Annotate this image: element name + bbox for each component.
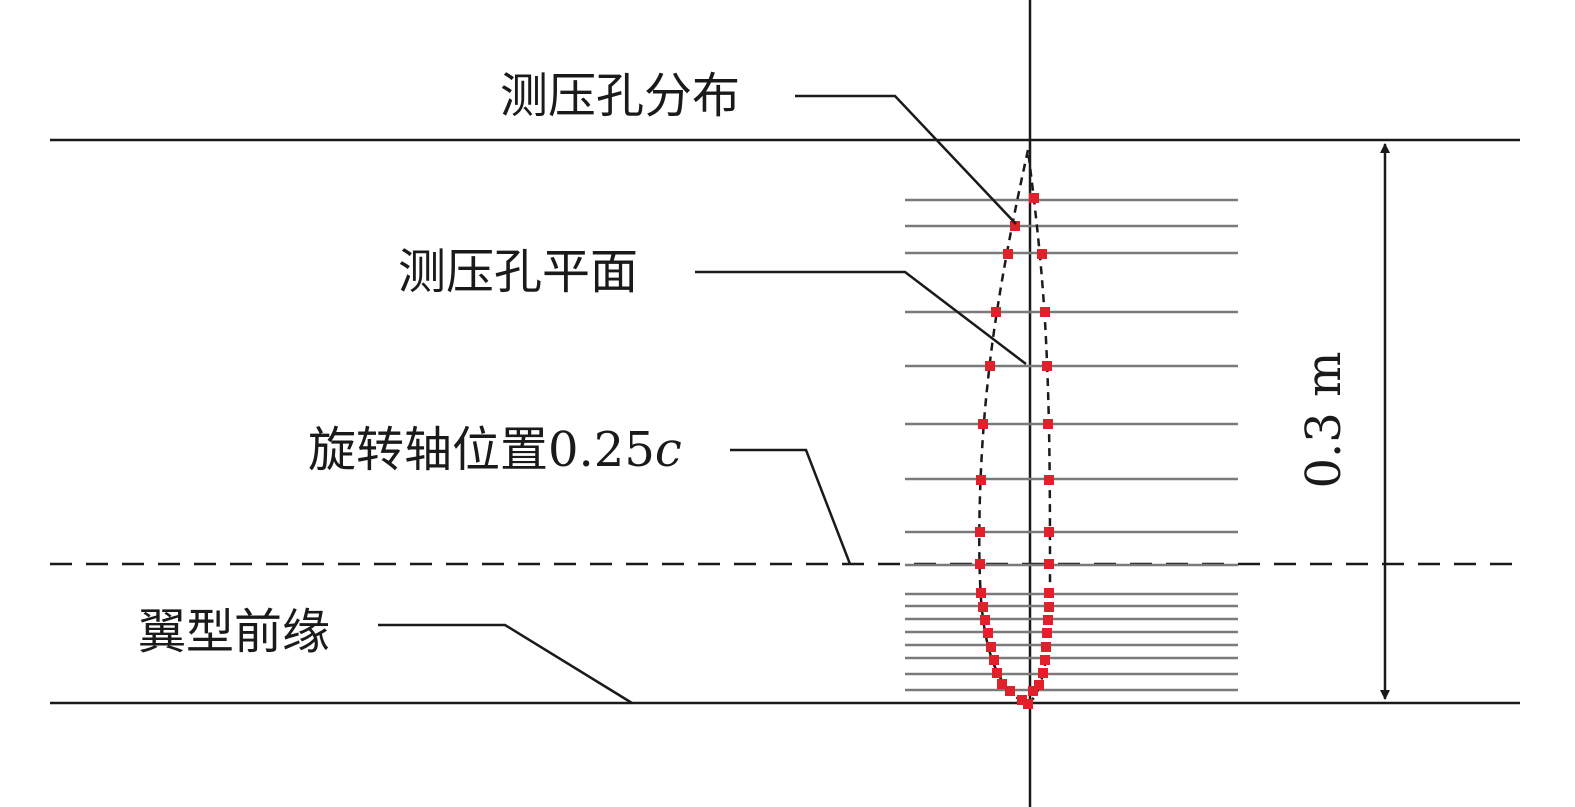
pressure-tap: [980, 615, 990, 625]
leader-line-rotation-axis: [730, 448, 852, 565]
tap-plane-lines: [905, 198, 1238, 692]
pressure-tap: [1042, 628, 1052, 638]
label-tap-distribution: 测压孔分布: [500, 68, 740, 124]
pressure-tap: [985, 361, 995, 371]
pressure-tap: [1043, 615, 1053, 625]
leader-line-leading-edge: [378, 623, 633, 705]
pressure-tap: [978, 602, 988, 612]
pressure-tap: [1003, 249, 1013, 259]
pressure-tap: [1038, 668, 1048, 678]
pressure-tap: [1034, 680, 1044, 690]
pressure-tap: [989, 655, 999, 665]
pressure-tap: [997, 679, 1007, 689]
label-rotation-axis: 旋转轴位置0.25c: [308, 422, 682, 478]
pressure-tap: [976, 475, 986, 485]
pressure-tap: [1017, 695, 1027, 705]
pressure-tap: [1037, 249, 1047, 259]
pressure-tap: [1044, 527, 1054, 537]
pressure-tap: [1028, 686, 1038, 696]
pressure-tap: [1044, 475, 1054, 485]
pressure-tap: [976, 588, 986, 598]
pressure-tap: [1041, 642, 1051, 652]
pressure-tap: [975, 527, 985, 537]
leader-line-tap-plane: [695, 270, 1027, 365]
pressure-tap: [1040, 655, 1050, 665]
pressure-tap: [1040, 307, 1050, 317]
label-span-dimension: 0.3 m: [1296, 351, 1352, 488]
pressure-tap: [983, 628, 993, 638]
label-rotation-axis-text: 旋转轴位置0.25: [308, 422, 655, 478]
pressure-tap: [992, 668, 1002, 678]
label-tap-plane: 测压孔平面: [398, 244, 638, 300]
pressure-tap: [1023, 699, 1033, 709]
label-rotation-axis-symbol: c: [655, 422, 682, 478]
pressure-tap: [1044, 588, 1054, 598]
leader-line-tap-distribution: [795, 94, 1017, 225]
pressure-tap: [1005, 686, 1015, 696]
pressure-tap: [1042, 361, 1052, 371]
pressure-tap: [1044, 559, 1054, 569]
pressure-tap: [975, 559, 985, 569]
pressure-tap: [978, 419, 988, 429]
pressure-tap: [1029, 193, 1039, 203]
pressure-tap: [1010, 221, 1020, 231]
pressure-tap: [986, 642, 996, 652]
airfoil-outline: [978, 149, 1052, 706]
label-leading-edge: 翼型前缘: [138, 604, 330, 660]
pressure-tap: [1043, 419, 1053, 429]
pressure-taps: [975, 193, 1054, 709]
pressure-tap: [1044, 602, 1054, 612]
pressure-tap: [991, 307, 1001, 317]
